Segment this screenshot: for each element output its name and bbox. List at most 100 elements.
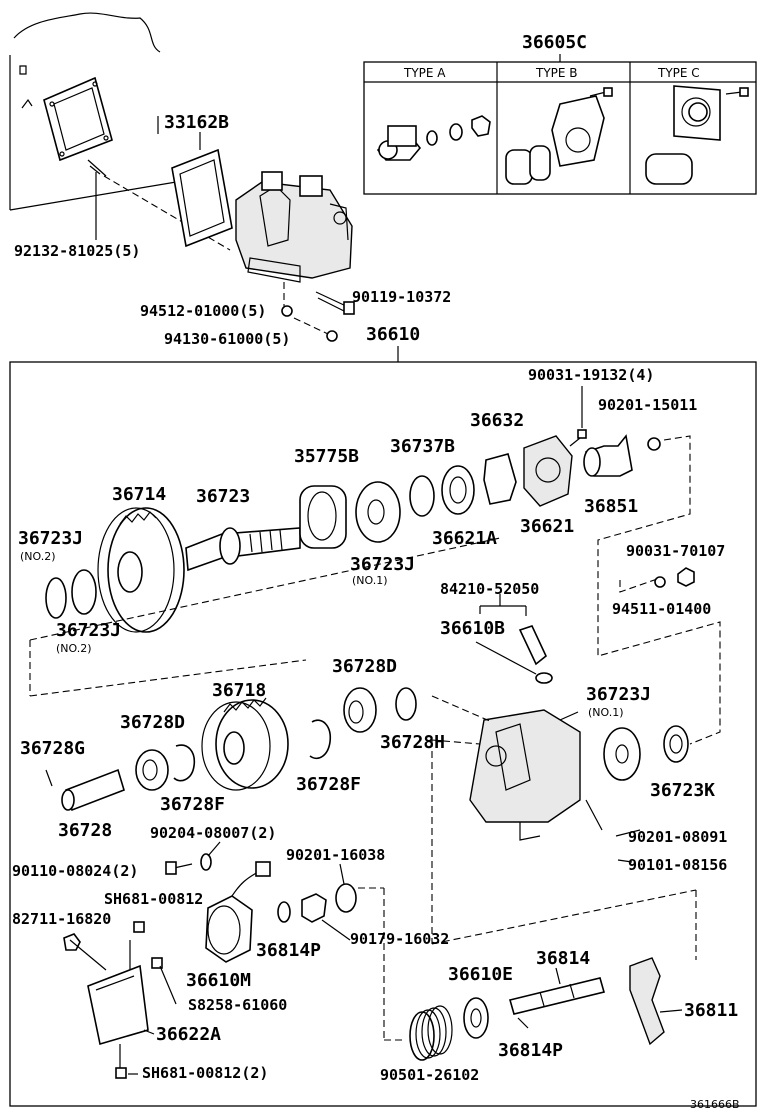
label-sh681-b: SH681-00812(2) <box>142 1064 268 1082</box>
label-36814p-b: 36814P <box>498 1040 563 1061</box>
assembly-frame-36610 <box>9 346 757 1107</box>
stud-bolt <box>87 159 107 177</box>
label-36621a: 36621A <box>432 528 497 549</box>
spacer-36723j-lower <box>603 727 641 781</box>
washer-94512 <box>281 305 293 317</box>
piston-36610e <box>463 997 489 1039</box>
gasket-33162b <box>171 148 233 248</box>
actuator-36610m <box>205 861 271 963</box>
label-90501: 90501-26102 <box>380 1066 479 1084</box>
label-36621: 36621 <box>520 516 574 537</box>
label-36723j-no2-b: 36723J <box>56 620 121 641</box>
label-36622a: 36622A <box>156 1024 221 1045</box>
label-90204: 90204-08007(2) <box>150 824 276 842</box>
washer-90204 <box>200 853 212 871</box>
label-36723j-no1: 36723J <box>350 554 415 575</box>
bolt-90031-19132 <box>569 386 587 447</box>
label-sh681-a: SH681-00812 <box>104 890 203 908</box>
snap-ring-36728f <box>309 719 332 760</box>
label-36728: 36728 <box>58 820 112 841</box>
label-36728d-top: 36728D <box>332 656 397 677</box>
spacer-36723j-no1 <box>355 481 401 543</box>
seal-36621a <box>441 465 475 515</box>
plug-90179 <box>301 893 327 923</box>
label-35775b: 35775B <box>294 446 359 467</box>
label-36728g: 36728G <box>20 738 85 759</box>
label-36632: 36632 <box>470 410 524 431</box>
label-36723k: 36723K <box>650 780 715 801</box>
pin-36728g <box>45 769 53 787</box>
label-36728f-b: 36728F <box>160 794 225 815</box>
header-type-b: TYPE B <box>535 66 578 80</box>
label-90201-15011: 90201-15011 <box>598 396 697 414</box>
label-36728h: 36728H <box>380 732 445 753</box>
label-90031-19132: 90031-19132(4) <box>528 366 654 384</box>
fork-36811 <box>629 957 665 1046</box>
washer-94511 <box>654 576 666 588</box>
label-94512: 94512-01000(5) <box>140 302 266 320</box>
ring-36728h <box>395 687 417 721</box>
label-90179: 90179-16032 <box>350 930 449 948</box>
cover-36622a <box>87 921 163 1079</box>
label-36605c: 36605C <box>522 32 587 53</box>
label-36723j-no2-a: 36723J <box>18 528 83 549</box>
leader-lines <box>128 829 683 1075</box>
label-no2-a: (NO.2) <box>20 550 56 563</box>
sleeve-35775b <box>299 485 347 549</box>
gasket-90201-16038 <box>335 883 357 913</box>
spring-90501 <box>409 1005 453 1061</box>
label-36811: 36811 <box>684 1000 738 1021</box>
shaft-36723 <box>185 527 301 572</box>
bearing-36728d-top <box>343 687 377 733</box>
nut-90031-70107 <box>677 567 695 587</box>
needle-bearing-36723j <box>45 569 97 619</box>
bolt-90119 <box>315 291 355 315</box>
nut-94130 <box>326 330 338 342</box>
label-36814p-a: 36814P <box>256 940 321 961</box>
label-33162b: 33162B <box>164 112 229 133</box>
label-36728d: 36728D <box>120 712 185 733</box>
gear-36714 <box>97 507 185 633</box>
label-90119: 90119-10372 <box>352 288 451 306</box>
header-type-c: TYPE C <box>657 66 700 80</box>
label-92132: 92132-81025(5) <box>14 242 140 260</box>
label-94511: 94511-01400 <box>612 600 711 618</box>
bearing-36728d <box>135 749 169 791</box>
gasket-36632 <box>483 453 517 505</box>
ring-36737b <box>409 475 435 517</box>
pin-36814p <box>517 1017 529 1029</box>
switch-36610b <box>475 594 553 684</box>
label-36714: 36714 <box>112 484 166 505</box>
flange-36851 <box>583 434 633 477</box>
label-36814: 36814 <box>536 948 590 969</box>
label-36851: 36851 <box>584 496 638 517</box>
label-36728f-a: 36728F <box>296 774 361 795</box>
header-type-a: TYPE A <box>403 66 446 80</box>
label-90101: 90101-08156 <box>628 856 727 874</box>
seal-36723k <box>663 725 689 763</box>
figure-code: 361666B <box>690 1098 740 1111</box>
shaft-36728 <box>61 768 125 812</box>
label-90031-70107: 90031-70107 <box>626 542 725 560</box>
cover-plate <box>43 76 113 162</box>
label-36610b: 36610B <box>440 618 505 639</box>
bushing-36814p <box>277 901 291 923</box>
label-36610m: 36610M <box>186 970 251 991</box>
label-no2-b: (NO.2) <box>56 642 92 655</box>
label-90110: 90110-08024(2) <box>12 862 138 880</box>
label-no1-a: (NO.1) <box>352 574 388 587</box>
label-90201-08091: 90201-08091 <box>628 828 727 846</box>
transmission-case-outline <box>9 12 201 211</box>
transfer-housing-upper <box>235 171 353 283</box>
label-36610: 36610 <box>366 324 420 345</box>
gear-36718 <box>201 697 289 791</box>
label-36737b: 36737B <box>390 436 455 457</box>
label-36610e: 36610E <box>448 964 513 985</box>
washer-90201-15011 <box>647 437 661 451</box>
bolt-90110 <box>165 861 193 875</box>
shaft-36814 <box>509 977 605 1015</box>
label-94130: 94130-61000(5) <box>164 330 290 348</box>
label-36723j-no1-b: 36723J <box>586 684 651 705</box>
label-no1-b: (NO.1) <box>588 706 624 719</box>
